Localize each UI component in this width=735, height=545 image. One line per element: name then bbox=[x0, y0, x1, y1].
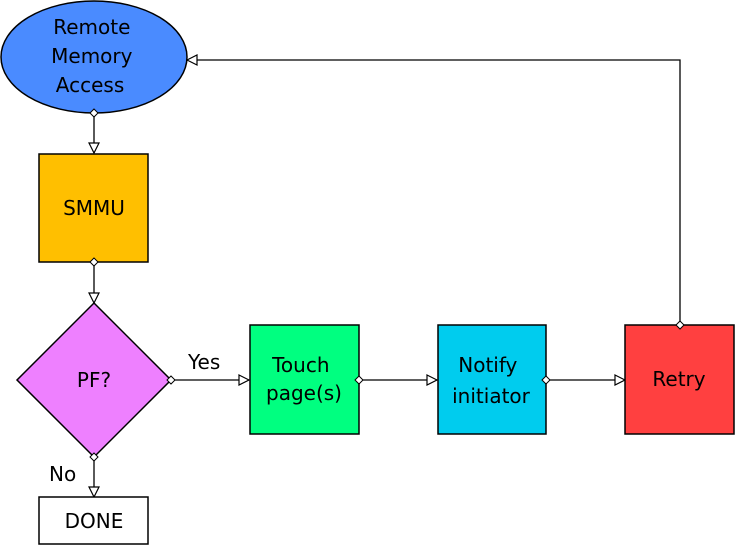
pf-label: PF? bbox=[77, 368, 111, 392]
done-label: DONE bbox=[65, 509, 124, 533]
remote-memory-access-line-1: Remote bbox=[53, 15, 130, 39]
smmu-label: SMMU bbox=[63, 196, 125, 220]
port-retry-top bbox=[675, 320, 685, 330]
touch-pages-label: Touch page(s) bbox=[266, 353, 342, 405]
touch-pages-line-2: page(s) bbox=[266, 381, 342, 405]
remote-memory-access-line-3: Access bbox=[56, 73, 124, 97]
edge-label-yes: Yes bbox=[187, 350, 220, 374]
edge-retry-to-rma bbox=[187, 60, 681, 325]
ports bbox=[89, 108, 685, 462]
port-touch-right bbox=[354, 375, 364, 385]
retry-label: Retry bbox=[652, 367, 705, 391]
node-retry: Retry bbox=[624, 324, 735, 435]
done-box bbox=[38, 496, 149, 545]
notify-initiator-line-2: initiator bbox=[452, 384, 531, 408]
remote-memory-access-line-2: Memory bbox=[51, 44, 133, 68]
port-pf-right bbox=[166, 375, 176, 385]
node-done: DONE bbox=[38, 496, 149, 545]
edge-label-no: No bbox=[49, 462, 76, 486]
port-smmu-bottom bbox=[89, 257, 99, 267]
touch-pages-line-1: Touch bbox=[271, 353, 329, 377]
remote-memory-access-label: Remote Memory Access bbox=[51, 15, 139, 97]
node-pf-decision: PF? bbox=[15, 301, 173, 459]
notify-initiator-box bbox=[437, 324, 547, 435]
notify-initiator-label: Notify initiator bbox=[452, 353, 531, 408]
smmu-box bbox=[38, 153, 149, 263]
node-smmu: SMMU bbox=[38, 153, 149, 263]
port-rma-bottom bbox=[89, 108, 99, 118]
node-touch-pages: Touch page(s) bbox=[249, 324, 360, 435]
edges bbox=[94, 60, 681, 497]
node-remote-memory-access: Remote Memory Access bbox=[0, 0, 188, 114]
port-pf-bottom bbox=[89, 452, 99, 462]
touch-pages-box bbox=[249, 324, 360, 435]
notify-initiator-line-1: Notify bbox=[458, 353, 517, 377]
node-notify-initiator: Notify initiator bbox=[437, 324, 547, 435]
port-notify-right bbox=[541, 375, 551, 385]
